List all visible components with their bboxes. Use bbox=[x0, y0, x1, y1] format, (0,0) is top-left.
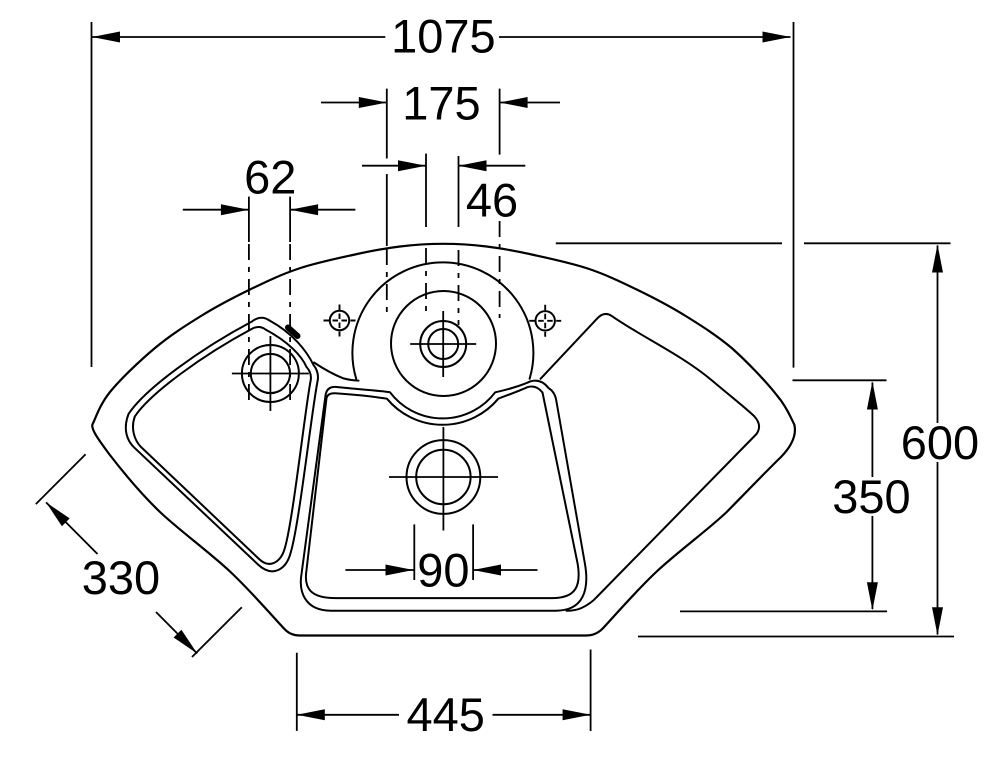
bowl-depth-arrowhead bbox=[866, 381, 878, 410]
dim-side-edge: 330 bbox=[35, 453, 243, 658]
dim-label-overall-width: 1075 bbox=[391, 10, 496, 63]
dim-label-front-width: 445 bbox=[406, 688, 484, 741]
center-drain bbox=[389, 427, 498, 531]
deck-edge-line bbox=[313, 361, 360, 382]
dim-label-small-drain: 62 bbox=[244, 151, 296, 204]
small-drain-arrowhead bbox=[220, 204, 249, 216]
overall-width-arrowhead bbox=[92, 31, 120, 43]
left-drain bbox=[231, 336, 309, 411]
center-basin-inner bbox=[304, 385, 580, 600]
faucet-platform-arc bbox=[351, 261, 535, 380]
dim-faucet-hole: 46 bbox=[362, 153, 526, 325]
dim-label-faucet-deck-width: 175 bbox=[402, 77, 480, 130]
dim-label-faucet-hole: 46 bbox=[466, 174, 518, 227]
side-edge-arrowhead bbox=[46, 502, 70, 527]
faucet-hole-crosshair bbox=[410, 311, 477, 377]
left-drain-crosshair bbox=[231, 336, 309, 411]
overall-depth-arrowhead bbox=[932, 244, 943, 273]
faucet-deck-width-arrowhead bbox=[358, 97, 387, 108]
front-width-arrowhead bbox=[296, 709, 325, 721]
dim-label-side-edge: 330 bbox=[82, 551, 160, 604]
dim-label-main-drain: 90 bbox=[417, 544, 469, 597]
dim-faucet-deck-width: 175 bbox=[321, 77, 560, 318]
overall-width-arrowhead bbox=[762, 31, 791, 43]
faucet-platform-inner-circle bbox=[390, 290, 497, 397]
small-drain-arrowhead bbox=[290, 204, 319, 216]
dim-overall-width: 1075 bbox=[90, 10, 795, 368]
dim-small-drain: 62 bbox=[182, 151, 356, 402]
left-basin-outer bbox=[124, 316, 319, 573]
side-edge-ext-line bbox=[191, 606, 243, 658]
front-width-arrowhead bbox=[562, 709, 591, 721]
sink-body bbox=[91, 242, 796, 637]
faucet-hole-arrowhead bbox=[458, 160, 487, 172]
tap-hole-left-circle bbox=[328, 309, 351, 332]
tap-hole-left bbox=[323, 304, 356, 337]
sink-outer-outline bbox=[91, 242, 796, 637]
tap-hole-right bbox=[529, 304, 562, 337]
faucet-hole-arrowhead bbox=[398, 160, 426, 172]
dim-overall-depth: 600 bbox=[555, 242, 979, 638]
dim-front-width: 445 bbox=[295, 649, 592, 741]
dim-label-overall-depth: 600 bbox=[901, 416, 979, 469]
dim-main-drain: 90 bbox=[345, 524, 538, 597]
overall-depth-arrowhead bbox=[932, 607, 943, 636]
main-drain-arrowhead bbox=[473, 564, 501, 576]
dim-label-bowl-depth: 350 bbox=[832, 470, 910, 523]
main-drain-arrowhead bbox=[385, 564, 414, 576]
side-edge-ext-line bbox=[35, 453, 87, 505]
center-drain-crosshair bbox=[389, 427, 498, 531]
faucet-hole bbox=[410, 311, 477, 377]
drainboard-outline bbox=[539, 312, 761, 612]
side-edge-arrowhead bbox=[173, 629, 198, 654]
faucet-deck-width-arrowhead bbox=[499, 97, 528, 108]
tap-hole-right-circle bbox=[534, 310, 556, 332]
center-basin-outer bbox=[299, 379, 588, 612]
dim-bowl-depth: 350 bbox=[680, 379, 911, 613]
bowl-depth-arrowhead bbox=[866, 582, 878, 611]
left-basin-inner bbox=[132, 326, 312, 565]
faucet-platform bbox=[351, 261, 535, 397]
